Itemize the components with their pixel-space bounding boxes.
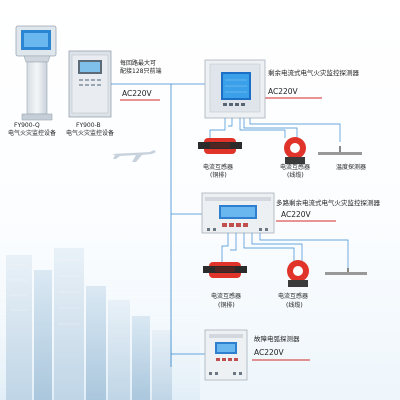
fy900-q-model: FY900-Q xyxy=(14,122,40,129)
node2-sensor-busbar-type: (铜排) xyxy=(218,302,235,309)
node2-sensor-ring-name: 电流互感器 xyxy=(278,293,309,300)
node2-voltage: AC220V xyxy=(281,210,311,219)
ct-ring-1 xyxy=(284,137,306,164)
fy900-b-cabinet xyxy=(68,50,112,118)
node1-sensor-ring-type: (线缆) xyxy=(287,172,304,179)
probe-rail-2 xyxy=(325,268,367,275)
node1-sensor-busbar-type: (铜排) xyxy=(210,172,227,179)
multi-circuit-detector xyxy=(201,192,275,234)
airplane-icon xyxy=(112,150,156,162)
node1-sensor-ring-name: 电流互感器 xyxy=(280,164,311,171)
node1-voltage: AC220V xyxy=(268,87,298,96)
main-voltage: AC220V xyxy=(122,89,152,98)
node3-voltage: AC220V xyxy=(254,348,284,357)
node2-title: 多路剩余电流式电气火灾监控探测器 xyxy=(276,199,380,207)
node1-title: 剩余电流式电气火灾监控探测器 xyxy=(268,69,359,77)
ct-busbar-2 xyxy=(203,262,247,278)
fy900-q-desc: 电气火灾监控设备 xyxy=(8,130,57,137)
bus-lines xyxy=(111,83,336,367)
residual-current-detector xyxy=(204,59,266,119)
arc-fault-detector xyxy=(204,329,248,381)
node3-title: 故障电弧探测器 xyxy=(254,335,300,343)
capacity-note-line1: 每回路最大可 xyxy=(120,60,157,67)
fy900-q-terminal xyxy=(15,25,57,121)
node1-sensor-busbar-name: 电流互感器 xyxy=(203,164,234,171)
ct-ring-2 xyxy=(287,260,309,287)
node1-sensor-wires xyxy=(209,118,341,142)
node2-sensor-ring-type: (线缆) xyxy=(286,302,303,309)
city-skyline xyxy=(0,248,200,400)
node2-sensor-wires xyxy=(221,233,349,268)
node1-temperature-probe-label: 温度探测器 xyxy=(336,164,367,171)
node2-sensor-busbar-name: 电流互感器 xyxy=(211,293,242,300)
fy900-b-model: FY900-B xyxy=(76,122,101,129)
temperature-probe xyxy=(318,146,362,155)
ct-busbar-1 xyxy=(198,138,242,154)
capacity-note-line2: 配接128只前端 xyxy=(120,68,162,75)
fy900-b-desc: 电气火灾监控设备 xyxy=(66,130,115,137)
